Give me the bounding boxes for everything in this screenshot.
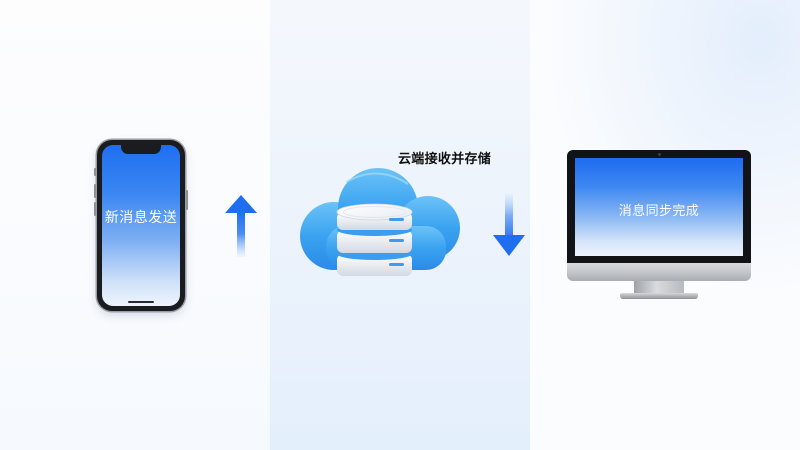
monitor-stand-base [620, 293, 698, 299]
phone-volume-down [94, 202, 96, 216]
monitor-camera [658, 153, 661, 156]
phone-home-indicator [128, 301, 154, 303]
monitor-screen-text: 消息同步完成 [618, 204, 700, 219]
phone-notch [121, 145, 161, 154]
desktop-monitor: 消息同步完成 [567, 150, 751, 302]
monitor-chin [567, 263, 751, 281]
arrow-up-icon [225, 195, 257, 257]
phone-power-button [186, 190, 188, 210]
monitor-screen: 消息同步完成 [575, 158, 743, 256]
phone-mute-switch [94, 168, 96, 176]
phone-screen-text: 新消息发送 [104, 210, 178, 226]
smartphone: 新消息发送 [94, 140, 188, 311]
arrow-down-icon [493, 193, 525, 256]
monitor-bezel: 消息同步完成 [567, 150, 751, 263]
cloud-label: 云端接收并存储 [398, 152, 492, 167]
phone-volume-up [94, 184, 96, 198]
monitor-stand-neck [634, 281, 684, 294]
phone-screen: 新消息发送 [102, 145, 180, 306]
cloud-database-icon [300, 168, 460, 276]
